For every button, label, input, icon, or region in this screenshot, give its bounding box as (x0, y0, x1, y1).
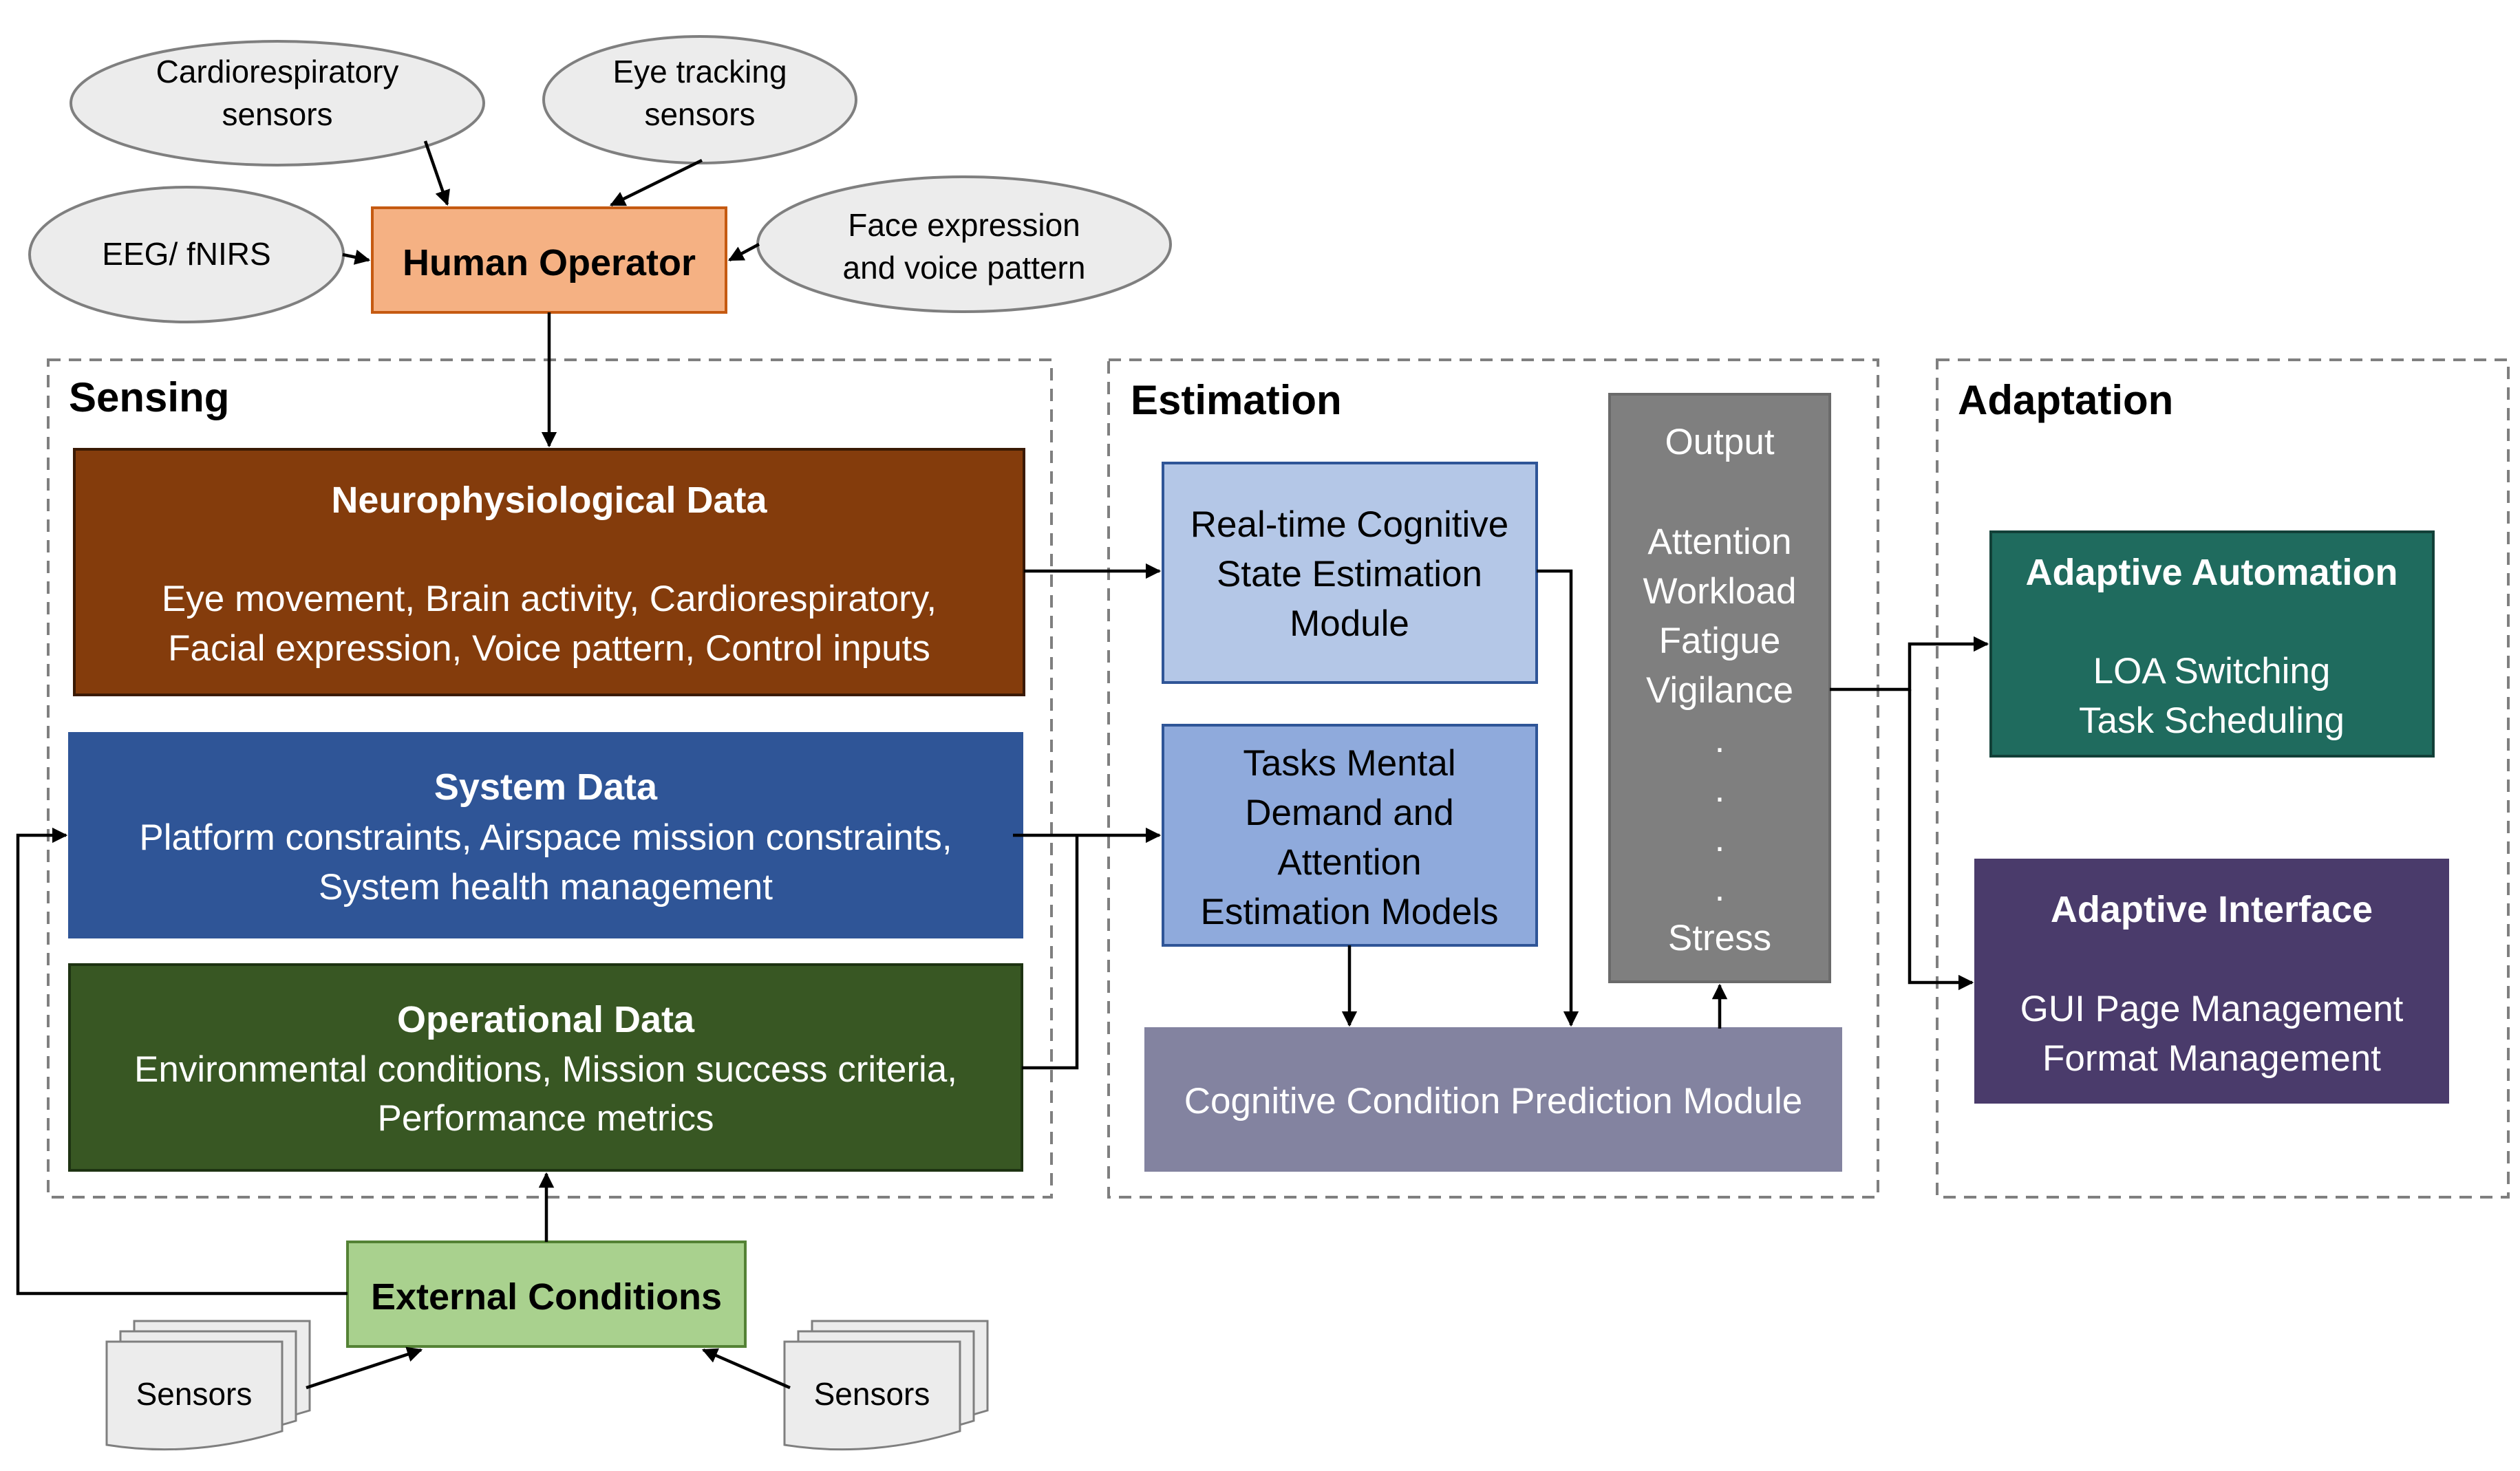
human-operator-node: Human Operator (371, 206, 727, 314)
adaptive-interface-line: Format Management (2042, 1038, 2381, 1079)
tasks-line: Attention (1277, 842, 1421, 883)
cardio-sensors-label: sensors (222, 96, 332, 132)
edge-eye-to-operator (609, 158, 703, 207)
output-item: Fatigue (1659, 621, 1781, 661)
adaptation-region (1936, 358, 2510, 1199)
system-line: Platform constraints, Airspace mission c… (139, 817, 952, 858)
output-dot: . (1715, 769, 1725, 810)
edge-right-sensors-to-external (701, 1348, 791, 1390)
output-node: Output Attention Workload Fatigue Vigila… (1608, 393, 1831, 983)
system-data-node: System Data Platform constraints, Airspa… (68, 732, 1023, 938)
face-voice-label: and voice pattern (843, 250, 1086, 286)
adaptive-interface-node: Adaptive Interface GUI Page Management F… (1974, 859, 2449, 1104)
tasks-line: Demand and (1245, 793, 1453, 833)
estimation-title: Estimation (1131, 377, 1342, 423)
sensing-title: Sensing (69, 374, 229, 420)
tasks-line: Estimation Models (1200, 892, 1498, 932)
eye-tracking-sensors-node: Eye tracking sensors (542, 35, 857, 164)
realtime-line: State Estimation (1217, 554, 1482, 594)
edge-operational-to-tasks (1022, 835, 1079, 1070)
eye-tracking-sensors-label: sensors (644, 96, 755, 132)
realtime-line: Module (1290, 603, 1409, 644)
edge-output-to-automation (1830, 636, 1989, 691)
operational-line: Performance metrics (378, 1098, 714, 1139)
neurophysiological-data-node: Neurophysiological Data Eye movement, Br… (73, 448, 1025, 696)
estimation-region (1107, 358, 1879, 1199)
adaptive-interface-line: GUI Page Management (2020, 989, 2404, 1029)
adaptive-automation-line: Task Scheduling (2079, 700, 2345, 741)
output-last: Stress (1668, 918, 1771, 958)
neuro-title: Neurophysiological Data (331, 480, 767, 521)
sensors-doc-label: Sensors (136, 1376, 253, 1412)
output-header: Output (1665, 422, 1774, 462)
output-dot: . (1715, 868, 1725, 909)
operational-line: Environmental conditions, Mission succes… (134, 1049, 957, 1090)
realtime-estimation-module-node: Real-time Cognitive State Estimation Mod… (1162, 462, 1538, 684)
edge-face-to-operator (728, 243, 760, 261)
neuro-line: Facial expression, Voice pattern, Contro… (168, 628, 930, 669)
output-item: Vigilance (1646, 670, 1793, 711)
sensors-doc-label: Sensors (814, 1376, 930, 1412)
sensors-doc-right: Sensors (783, 1320, 989, 1451)
system-line: System health management (319, 867, 773, 908)
edge-realtime-to-prediction (1537, 569, 1579, 1027)
face-voice-label: Face expression (848, 207, 1080, 243)
external-conditions-node: External Conditions (346, 1241, 747, 1348)
adaptive-automation-node: Adaptive Automation LOA Switching Task S… (1989, 530, 2435, 758)
operational-title: Operational Data (397, 999, 695, 1040)
cardio-sensors-label: Cardiorespiratory (156, 54, 399, 89)
human-operator-label: Human Operator (403, 242, 696, 283)
external-conditions-label: External Conditions (371, 1276, 722, 1318)
output-item: Workload (1643, 571, 1797, 612)
operational-data-node: Operational Data Environmental condition… (68, 963, 1023, 1172)
adaptive-automation-line: LOA Switching (2093, 651, 2331, 691)
tasks-line: Tasks Mental (1243, 743, 1455, 784)
prediction-label: Cognitive Condition Prediction Module (1184, 1081, 1803, 1121)
output-dot: . (1715, 720, 1725, 760)
output-dot: . (1715, 819, 1725, 859)
adaptive-interface-title: Adaptive Interface (2051, 889, 2373, 930)
sensors-doc-left: Sensors (105, 1320, 311, 1451)
cognitive-prediction-module-node: Cognitive Condition Prediction Module (1144, 1027, 1842, 1172)
tasks-attention-models-node: Tasks Mental Demand and Attention Estima… (1162, 724, 1538, 947)
edge-external-to-system (16, 827, 348, 1296)
adaptive-automation-title: Adaptive Automation (2025, 552, 2398, 593)
system-title: System Data (434, 766, 658, 808)
eye-tracking-sensors-label: Eye tracking (612, 54, 787, 89)
edge-cardio-to-operator (423, 140, 450, 206)
adaptation-title: Adaptation (1958, 377, 2173, 423)
edge-left-sensors-to-external (306, 1346, 423, 1390)
output-item: Attention (1647, 522, 1791, 562)
eeg-fnirs-node: EEG/ fNIRS (28, 186, 345, 323)
face-voice-node: Face expression and voice pattern (756, 175, 1172, 313)
edge-eeg-to-operator (342, 249, 371, 265)
eeg-fnirs-label: EEG/ fNIRS (102, 236, 270, 272)
neuro-line: Eye movement, Brain activity, Cardioresp… (162, 579, 937, 619)
realtime-line: Real-time Cognitive (1190, 504, 1508, 545)
edge-output-to-interface (1908, 689, 1974, 991)
cardio-sensors-node: Cardiorespiratory sensors (70, 40, 485, 167)
